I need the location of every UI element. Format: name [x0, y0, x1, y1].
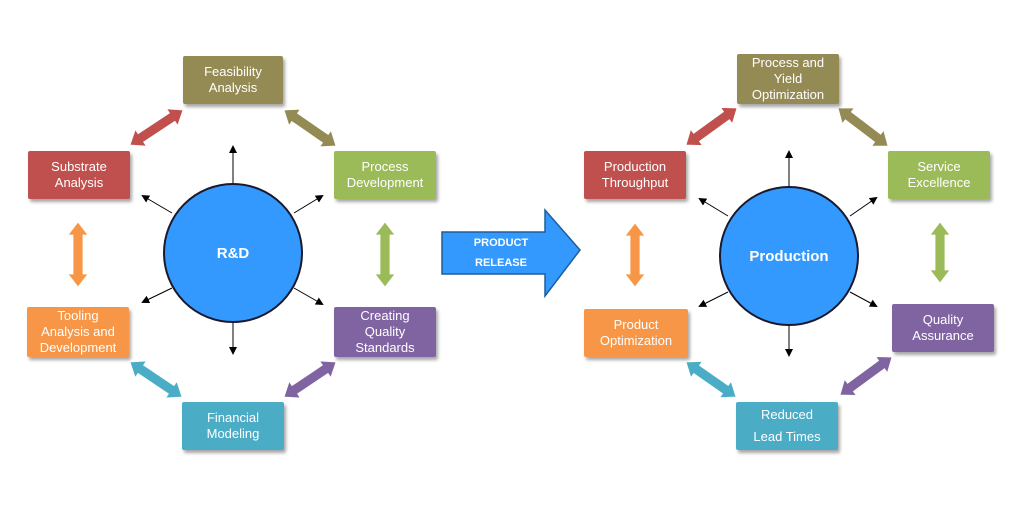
tooling-analysis-box: Tooling Analysis and Development — [27, 307, 129, 357]
substrate-analysis-box: Substrate Analysis — [28, 151, 130, 199]
service-excellence-label: Service Excellence — [907, 159, 971, 190]
rd-spoke-downleft — [141, 287, 173, 303]
connector-substrate-feasibility — [129, 108, 184, 147]
process-development-label: Process Development — [346, 159, 424, 190]
rd-label: R&D — [216, 244, 250, 262]
product-optimization-label: Product Optimization — [599, 317, 673, 348]
creating-quality-standards-box: Creating Quality Standards — [334, 307, 436, 357]
production-throughput-box: Production Throughput — [584, 151, 686, 199]
rd-spoke-upright — [293, 194, 324, 214]
production-label: Production — [749, 247, 829, 265]
production-spoke-upleft — [698, 197, 729, 217]
service-excellence-box: Service Excellence — [888, 151, 990, 199]
process-yield-optimization-label: Process and Yield Optimization — [751, 55, 825, 102]
connector-throughput-product — [624, 222, 646, 288]
quality-assurance-box: Quality Assurance — [892, 304, 994, 352]
product-release-arrow — [441, 208, 581, 299]
connector-feasibility-process — [283, 108, 337, 148]
product-release-label: PRODUCT RELEASE — [456, 233, 546, 273]
connector-substrate-tooling — [67, 221, 89, 288]
financial-modeling-box: Financial Modeling — [182, 402, 284, 450]
product-release-line1: PRODUCT — [473, 237, 529, 249]
rd-spoke-upleft — [141, 194, 173, 214]
connector-throughput-yield — [685, 107, 738, 146]
product-release-line2: RELEASE — [475, 257, 527, 269]
reduced-lead-times-label: Reduced Lead Times — [753, 407, 821, 444]
reduced-lead-times-box: Reduced Lead Times — [736, 402, 838, 450]
financial-modeling-label: Financial Modeling — [206, 410, 260, 441]
production-spoke-downleft — [698, 291, 729, 307]
connector-process-quality — [374, 221, 396, 288]
production-circle: Production — [719, 186, 859, 326]
rd-circle: R&D — [163, 183, 303, 323]
feasibility-analysis-label: Feasibility Analysis — [204, 64, 262, 95]
production-throughput-label: Production Throughput — [601, 159, 669, 190]
connector-service-quality — [929, 221, 951, 284]
production-spoke-upright — [849, 196, 878, 217]
creating-quality-standards-label: Creating Quality Standards — [355, 308, 415, 355]
connector-quality-financial — [283, 360, 337, 399]
quality-assurance-label: Quality Assurance — [912, 312, 974, 343]
rd-spoke-downright — [293, 287, 324, 305]
feasibility-analysis-box: Feasibility Analysis — [183, 56, 283, 104]
connector-quality-leadtimes — [839, 356, 893, 396]
product-optimization-box: Product Optimization — [584, 309, 688, 357]
process-yield-optimization-box: Process and Yield Optimization — [737, 54, 839, 104]
process-development-box: Process Development — [334, 151, 436, 199]
tooling-analysis-label: Tooling Analysis and Development — [39, 308, 117, 355]
production-spoke-downright — [849, 291, 878, 307]
substrate-analysis-label: Substrate Analysis — [51, 159, 107, 190]
connector-product-leadtimes — [685, 360, 737, 399]
connector-yield-service — [837, 107, 889, 147]
connector-tooling-financial — [129, 360, 183, 399]
